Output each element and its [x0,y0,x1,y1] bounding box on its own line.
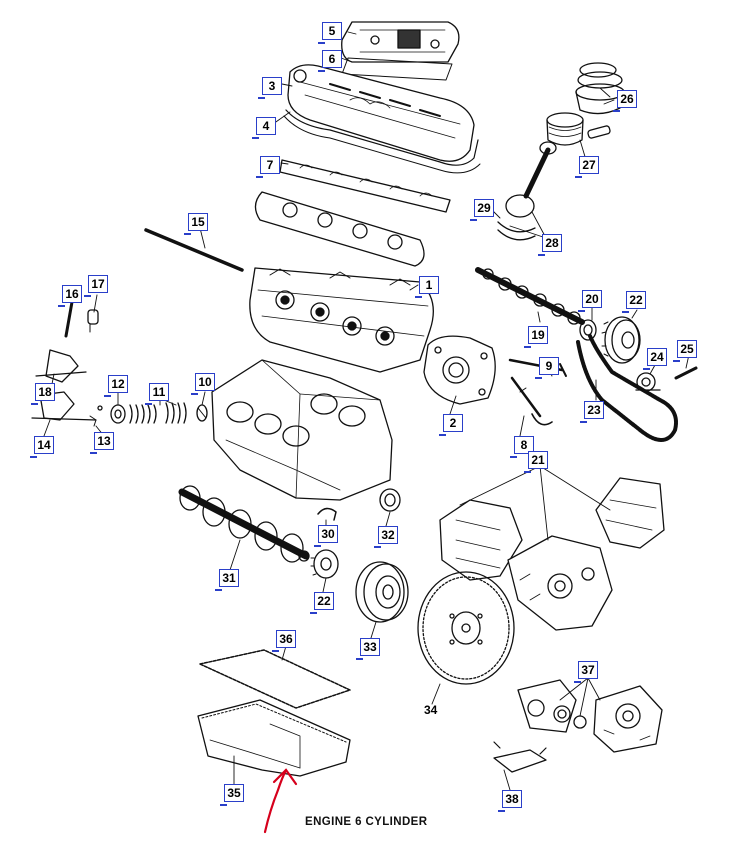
callout-23[interactable]: 23 [580,401,604,423]
pushrod [144,228,244,272]
callout-3[interactable]: 3 [258,77,282,99]
callout-5[interactable]: 5 [318,22,342,44]
callout-26[interactable]: 26 [613,90,637,112]
harmonic-balancer [355,561,409,623]
callout-35[interactable]: 35 [220,784,244,806]
callout-21[interactable]: 21 [524,451,548,473]
manifold-gasket [279,159,451,213]
camshaft [475,267,585,325]
callout-20[interactable]: 20 [578,290,602,312]
timing-covers [439,477,665,631]
callout-19[interactable]: 19 [524,326,548,348]
callout-6[interactable]: 6 [318,50,342,72]
callout-38[interactable]: 38 [498,790,522,812]
callout-2[interactable]: 2 [439,414,463,436]
callout-37[interactable]: 37 [574,661,598,683]
callout-27[interactable]: 27 [575,156,599,178]
callout-24[interactable]: 24 [643,348,667,370]
flywheel [417,571,515,685]
camshaft-pulley [601,316,641,364]
piston [546,112,611,146]
callout-16[interactable]: 16 [58,285,82,307]
callout-28[interactable]: 28 [538,234,562,256]
callout-29[interactable]: 29 [470,199,494,221]
crankshaft [178,485,310,563]
callout-17[interactable]: 17 [84,275,108,297]
oil-pump [517,679,663,753]
callout-14[interactable]: 14 [30,436,54,458]
oil-strainer [493,741,547,773]
main-bearing [317,507,337,521]
callout-9[interactable]: 9 [535,357,559,379]
callout-32[interactable]: 32 [374,526,398,548]
callout-25[interactable]: 25 [673,340,697,362]
callout-10[interactable]: 10 [191,373,215,395]
callout-12[interactable]: 12 [104,375,128,397]
callout-8[interactable]: 8 [510,436,534,458]
valve-cover-plate [341,21,460,63]
belt-tensioner [635,372,661,392]
callout-1[interactable]: 1 [415,276,439,298]
annotation-arrow-icon [263,768,298,834]
head-gasket [254,191,425,267]
callout-4[interactable]: 4 [252,117,276,139]
cover-gasket [341,57,453,81]
callout-11[interactable]: 11 [145,383,169,405]
camshaft-seal [579,319,597,341]
cylinder-head-cover [287,64,475,162]
callout-15[interactable]: 15 [184,213,208,235]
oil-pan-gasket [199,649,351,709]
callout-22-top[interactable]: 22 [622,291,646,313]
diagram-caption: ENGINE 6 CYLINDER [305,816,428,828]
crankshaft-pulley [310,549,339,579]
exhaust-valve [510,376,553,426]
valve-springs [110,402,208,424]
cylinder-head [249,267,434,373]
callout-31[interactable]: 31 [215,569,239,591]
rocker-arm-assembly [31,300,103,427]
callout-30[interactable]: 30 [314,525,338,547]
crankshaft-seal [379,488,401,512]
head-cover-gasket [285,109,479,166]
callout-33[interactable]: 33 [356,638,380,660]
callout-34: 34 [424,703,438,717]
callout-13[interactable]: 13 [90,432,114,454]
oil-pan [197,699,351,777]
exhaust-gasket [423,335,496,405]
callout-36[interactable]: 36 [272,630,296,652]
callout-7[interactable]: 7 [256,156,280,178]
tensioner-bolt [674,366,698,380]
callout-18[interactable]: 18 [31,383,55,405]
timing-belt [576,334,678,442]
callout-22-bottom[interactable]: 22 [310,592,334,614]
engine-block [211,359,393,501]
connecting-rod [497,141,557,241]
